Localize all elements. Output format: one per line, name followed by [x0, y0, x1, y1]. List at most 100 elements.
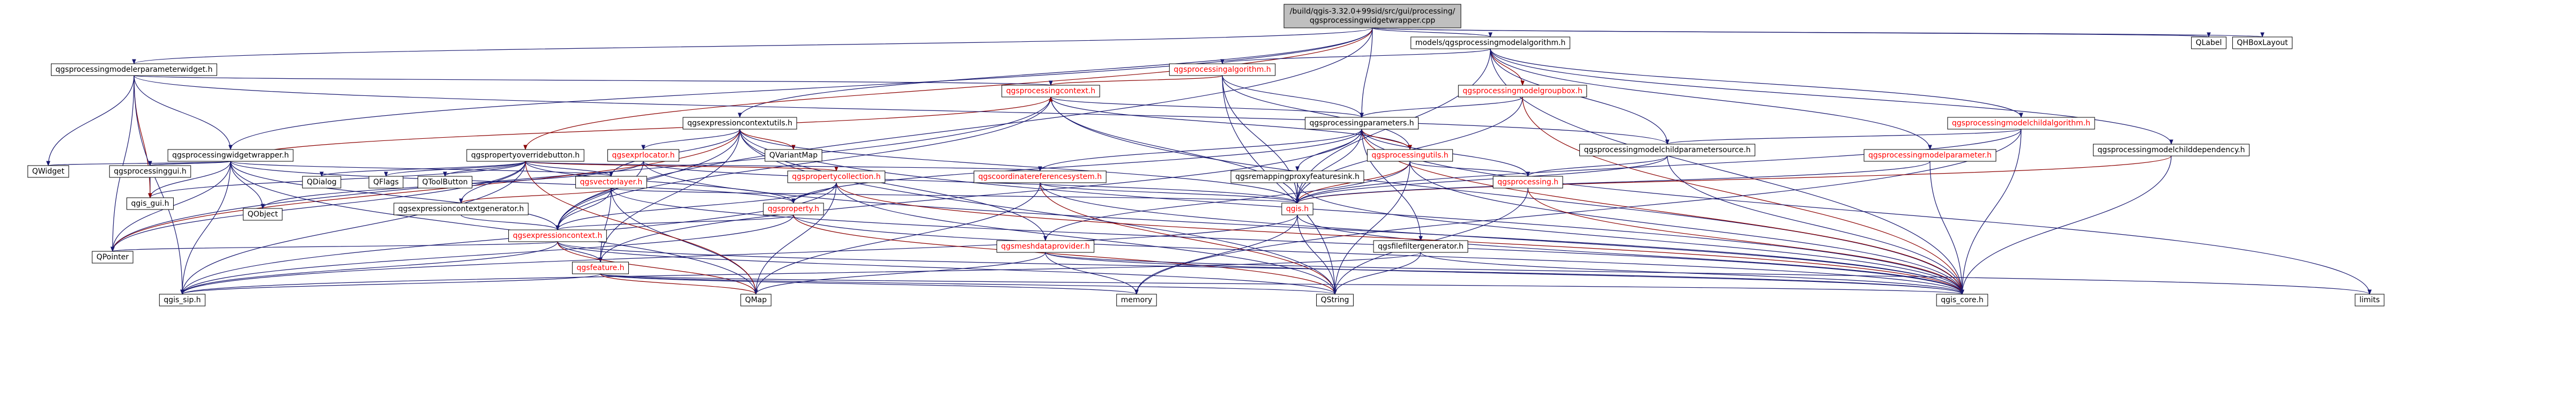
- node-qgsprocessingparameters: qgsprocessingparameters.h: [1304, 117, 1419, 130]
- node-label: qgsremappingproxyfeaturesink.h: [1235, 173, 1360, 181]
- node-qgscoordinatereferencesystem[interactable]: qgscoordinatereferencesystem.h: [974, 170, 1107, 183]
- node-label: qgsprocessingwidgetwrapper.h: [172, 151, 289, 160]
- edge-qgsprocessingalgorithm-to-qgsprocessingparameters: [1222, 75, 1364, 118]
- node-box: [302, 176, 342, 189]
- node-box: [974, 170, 1107, 183]
- edge-qgscoordinatereferencesystem-to-qstring: [1040, 182, 1337, 295]
- node-qgsprocessing[interactable]: qgsprocessing.h: [1493, 176, 1563, 189]
- node-qtoolbutton: QToolButton: [417, 176, 473, 189]
- edge-qgsprocessingmodelchildalgorithm-to-qgis: [1295, 129, 2022, 204]
- node-qpointer: QPointer: [92, 251, 133, 264]
- edge-qgsprocessingcontext-to-qgsexpressioncontext: [555, 96, 1051, 230]
- edge-qgsprocessingwidgetwrapper-to-qwidget: [46, 161, 231, 166]
- node-label: QPointer: [96, 253, 129, 261]
- edge-qgsvectorlayer-to-qgsexpressioncontextgenerator: [459, 188, 612, 204]
- edge-qgsprocessingwidgetwrapper-to-qgsprocessinggui: [148, 161, 231, 166]
- edge-qgspropertycollection-to-qmap: [754, 182, 837, 295]
- node-qgsfeature[interactable]: qgsfeature.h: [572, 261, 629, 274]
- node-qgsprocessingmodelerparameterwidget: qgsprocessingmodelerparameterwidget.h: [51, 63, 217, 76]
- edge-qgspropertycollection-to-qstring: [836, 182, 1337, 295]
- edge-qgsprocessingmodelerparameterwidget-to-qgsprocessingwidgetwrapper: [133, 75, 233, 150]
- node-models_algorithm: models/qgsprocessingmodelalgorithm.h: [1411, 36, 1570, 49]
- edge-root-to-qgsexpressioncontextutils: [738, 27, 1373, 118]
- edge-root-to-qgsprocessingwidgetwrapper: [228, 27, 1373, 150]
- node-qgspropertyoverridebutton: qgspropertyoverridebutton.h: [466, 149, 584, 162]
- edge-qgsprocessingparameters-to-qgsfilefiltergenerator: [1361, 129, 1423, 241]
- node-qgsmeshdataprovider[interactable]: qgsmeshdataprovider.h: [996, 240, 1095, 253]
- edge-qgsprocessingalgorithm-to-qstring: [1222, 75, 1337, 295]
- edge-qgsprocessingcontext-to-qgis_core: [1050, 96, 1964, 295]
- node-label: qgsfilefiltergenerator.h: [1378, 242, 1464, 251]
- edge-qgsvectorlayer-to-qgis: [611, 188, 1300, 204]
- edge-qgspropertyoverridebutton-to-qgsvectorlayer: [525, 161, 613, 177]
- edge-qgsexpressioncontextutils-to-qvariantmap: [739, 129, 796, 150]
- node-box: [167, 149, 294, 162]
- node-qgis[interactable]: qgis.h: [1281, 203, 1313, 215]
- node-box: [1373, 240, 1468, 253]
- edge-qgsexpressioncontext-to-qmap: [557, 241, 758, 295]
- node-qgsfilefiltergenerator: qgsfilefiltergenerator.h: [1373, 240, 1468, 253]
- edge-qgsmeshdataprovider-to-qmap: [754, 252, 1046, 295]
- node-label: qgsprocessingmodelparameter.h: [1868, 151, 1992, 160]
- node-qgsexprlocator[interactable]: qgsexprlocator.h: [607, 149, 679, 162]
- node-box: [1458, 85, 1587, 98]
- edge-qgsprocessingutils-to-qgis_core: [1409, 161, 1964, 295]
- node-box: [243, 208, 283, 221]
- edge-qgsexpressioncontextutils-to-qgis_core: [739, 129, 1964, 295]
- edge-qgsexpressioncontextgenerator-to-qgsexpressioncontext: [461, 214, 560, 230]
- edge-qgsprocessing-to-qgis_core: [1527, 188, 1964, 295]
- node-label: qgsprocessingmodelchildparametersource.h: [1584, 146, 1750, 154]
- node-label: qgsprocessingcontext.h: [1006, 87, 1096, 95]
- edge-root-to-qhboxlayout: [1372, 27, 2264, 38]
- node-qgsprocessingutils[interactable]: qgsprocessingutils.h: [1367, 149, 1453, 162]
- node-qhboxlayout: QHBoxLayout: [2232, 36, 2293, 49]
- node-box: [1579, 144, 1756, 156]
- node-qgspropertycollection[interactable]: qgspropertycollection.h: [787, 170, 886, 183]
- edge-qgsprocessingalgorithm-to-qgsprocessingcontext: [1049, 75, 1223, 86]
- node-qgsprocessingcontext[interactable]: qgsprocessingcontext.h: [1001, 85, 1100, 98]
- edge-qgis-to-qgis_sip: [180, 214, 1298, 295]
- edge-qgsprocessingmodelchilddependency-to-qgis_core: [1960, 155, 2172, 295]
- node-box: [2232, 36, 2293, 49]
- node-qgsprocessingmodelchildparametersource: qgsprocessingmodelchildparametersource.h: [1579, 144, 1756, 156]
- node-qgsprocessingalgorithm[interactable]: qgsprocessingalgorithm.h: [1169, 63, 1276, 76]
- node-qgsprocessingmodelchildalgorithm[interactable]: qgsprocessingmodelchildalgorithm.h: [1947, 117, 2095, 130]
- edge-root-to-qgsexpressioncontext: [555, 27, 1373, 230]
- node-box: [92, 251, 133, 264]
- node-qgsproperty[interactable]: qgsproperty.h: [763, 203, 824, 215]
- edge-models_algorithm-to-qgsprocessingalgorithm: [1220, 48, 1491, 64]
- edge-qgsexprlocator-to-qgis: [643, 161, 1300, 204]
- node-qgsprocessingmodelparameter[interactable]: qgsprocessingmodelparameter.h: [1864, 149, 1996, 162]
- node-label: qgis.h: [1286, 205, 1309, 213]
- edge-qgsexpressioncontext-to-qgis_core: [557, 241, 1964, 295]
- node-box: [996, 240, 1095, 253]
- edge-qgsprocessingwidgetwrapper-to-qgsexpressioncontext: [230, 161, 560, 230]
- edge-qgspropertyoverridebutton-to-qgspropertycollection: [525, 161, 838, 171]
- edge-qgsproperty-to-qgis_sip: [180, 214, 794, 295]
- edge-qgsremappingproxyfeaturesink-to-qgis_core: [1297, 182, 1964, 295]
- edge-qgspropertyoverridebutton-to-qgscoordinatereferencesystem: [525, 161, 1042, 171]
- node-label: QMap: [745, 296, 767, 304]
- node-box: [1281, 203, 1313, 215]
- node-box: [1493, 176, 1563, 189]
- node-box: [508, 229, 607, 242]
- edge-qgsprocessingmodelchildparametersource-to-qgis_core: [1667, 155, 1964, 295]
- edge-qgsprocessingcontext-to-qgsprocessingparameters: [1050, 96, 1364, 118]
- edge-qgsexpressioncontextutils-to-qgsmeshdataprovider: [739, 129, 1048, 241]
- node-qobject: QObject: [243, 208, 283, 221]
- node-qdialog: QDialog: [302, 176, 342, 189]
- node-label: qgsfeature.h: [577, 264, 625, 272]
- edge-qgsprocessingmodelerparameterwidget-to-qgis_gui: [133, 75, 152, 198]
- node-box: [2191, 36, 2226, 49]
- node-box: [1001, 85, 1100, 98]
- node-qgsexpressioncontext[interactable]: qgsexpressioncontext.h: [508, 229, 607, 242]
- node-label: qgis_gui.h: [131, 199, 169, 208]
- edge-qgsprocessingparameters-to-qgsproperty: [791, 129, 1362, 204]
- node-qgsvectorlayer[interactable]: qgsvectorlayer.h: [575, 176, 647, 189]
- node-label: qgsprocessingutils.h: [1371, 151, 1448, 160]
- edge-qgsmeshdataprovider-to-qgis_core: [1045, 252, 1964, 295]
- edge-qgsfilefiltergenerator-to-qgis_sip: [180, 252, 1421, 295]
- node-box: [127, 197, 174, 210]
- node-box: [2093, 144, 2250, 156]
- node-qgsprocessingmodelgroupbox[interactable]: qgsprocessingmodelgroupbox.h: [1458, 85, 1587, 98]
